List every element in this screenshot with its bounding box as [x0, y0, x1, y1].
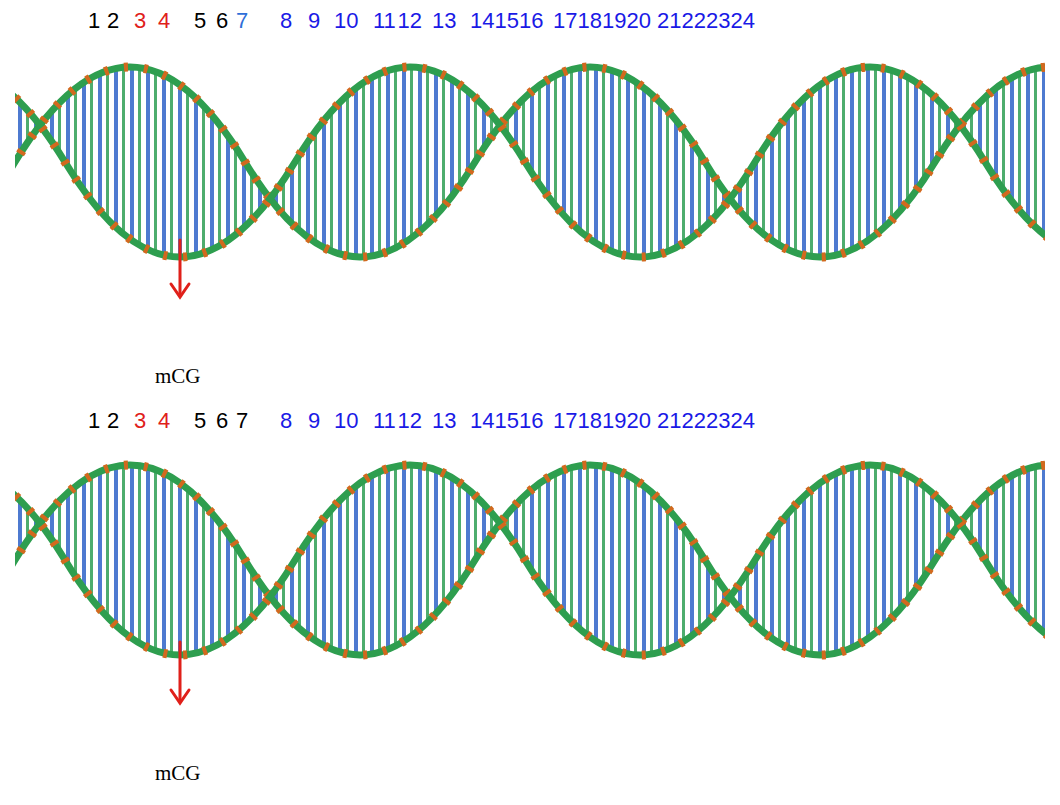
base-position-number: 21: [657, 10, 681, 32]
base-position-number: 16: [519, 10, 543, 32]
base-position-number: 20: [627, 410, 651, 432]
base-position-number: 24: [731, 410, 755, 432]
base-position-number: 18: [578, 410, 602, 432]
base-position-number: 21: [657, 410, 681, 432]
base-position-number: 2: [107, 10, 119, 32]
base-position-number: 15: [495, 410, 519, 432]
base-position-number: 11: [373, 10, 396, 32]
base-position-number: 3: [134, 10, 146, 32]
base-position-number: 19: [602, 410, 626, 432]
base-position-number: 8: [280, 10, 292, 32]
base-position-number: 10: [334, 10, 358, 32]
base-position-number: 22: [682, 410, 706, 432]
base-position-number: 22: [682, 10, 706, 32]
base-position-number: 7: [236, 410, 248, 432]
base-position-number: 6: [216, 10, 228, 32]
base-position-number: 7: [236, 10, 248, 32]
base-position-number: 12: [398, 10, 422, 32]
base-position-number: 6: [216, 410, 228, 432]
base-position-number: 14: [470, 10, 494, 32]
base-position-number: 19: [602, 10, 626, 32]
base-position-number: 18: [578, 10, 602, 32]
base-position-number: 15: [495, 10, 519, 32]
base-position-number: 16: [519, 410, 543, 432]
methylation-label: mCG: [155, 763, 201, 784]
base-position-number: 23: [706, 10, 730, 32]
base-position-number: 14: [470, 410, 494, 432]
base-position-number: 23: [706, 410, 730, 432]
base-position-number: 17: [553, 10, 577, 32]
base-position-number: 13: [432, 410, 456, 432]
base-position-number: 4: [158, 410, 170, 432]
base-position-number: 24: [731, 10, 755, 32]
base-position-number: 10: [334, 410, 358, 432]
base-position-number: 5: [194, 10, 206, 32]
base-position-number: 20: [627, 10, 651, 32]
base-position-number: 3: [134, 410, 146, 432]
methylation-label: mCG: [155, 366, 201, 387]
base-position-number: 11: [373, 410, 396, 432]
base-position-number: 17: [553, 410, 577, 432]
base-position-number: 1: [88, 410, 100, 432]
base-position-number: 5: [194, 410, 206, 432]
base-position-number: 4: [158, 10, 170, 32]
base-position-number: 1: [88, 10, 100, 32]
base-position-number: 13: [432, 10, 456, 32]
base-position-number: 9: [308, 10, 320, 32]
base-position-number: 9: [308, 410, 320, 432]
base-position-number: 2: [107, 410, 119, 432]
base-position-number: 8: [280, 410, 292, 432]
base-position-number: 12: [398, 410, 422, 432]
